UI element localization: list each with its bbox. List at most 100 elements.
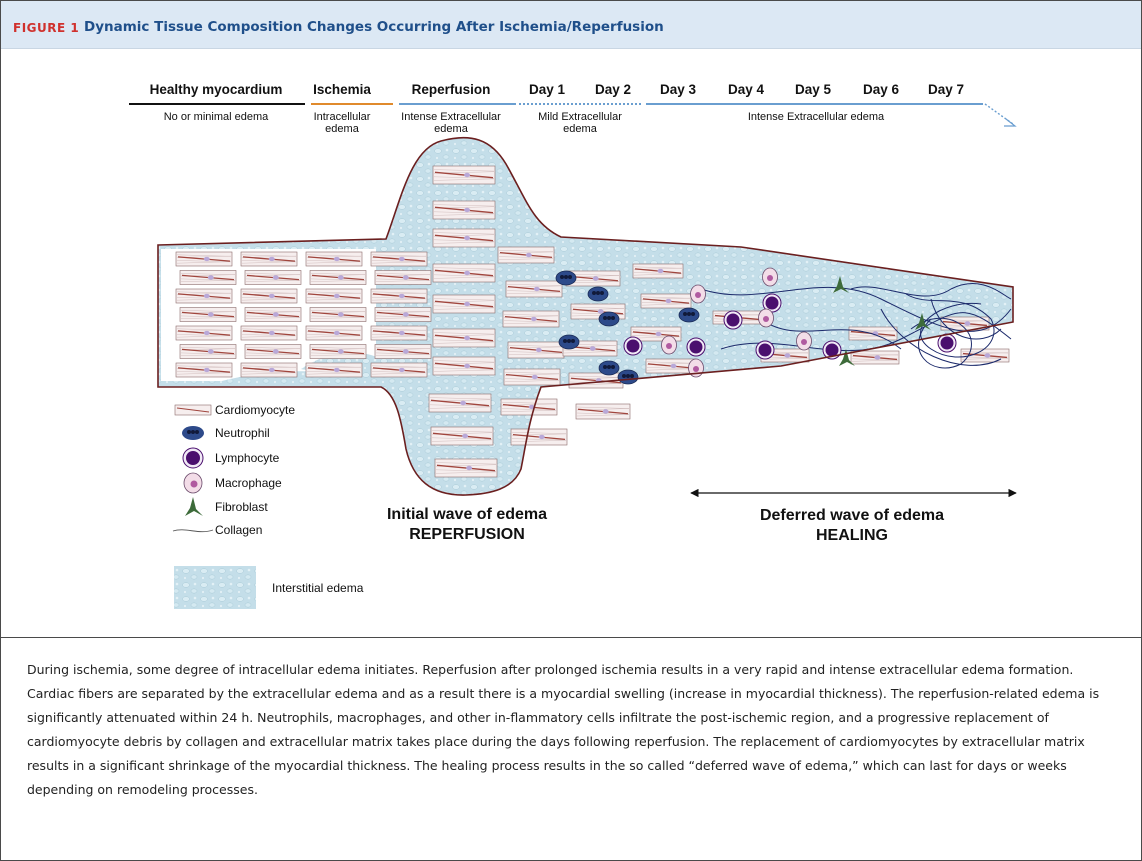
neutrophil <box>558 334 580 350</box>
macrophage <box>796 331 812 351</box>
cardiomyocyte <box>850 350 900 365</box>
cardiomyocyte <box>370 288 428 304</box>
timeline-label-7: Day 4 <box>728 82 765 97</box>
collagen-fiber <box>930 298 1002 340</box>
cardiomyocyte <box>432 328 496 348</box>
cardiomyocyte <box>374 307 432 322</box>
cardiomyocyte <box>500 398 558 416</box>
figure-caption: During ischemia, some degree of intracel… <box>27 662 1100 797</box>
cardiomyocyte <box>309 344 367 359</box>
lymphocyte <box>822 340 842 360</box>
cardiomyocyte <box>305 288 363 304</box>
cardiomyocyte <box>175 325 233 341</box>
legend-label-macrophage: Macrophage <box>215 476 282 490</box>
collagen-fiber <box>850 283 1012 300</box>
cardiomyocyte <box>240 288 298 304</box>
cardiomyocyte <box>430 426 494 446</box>
lymphocyte <box>623 336 643 356</box>
neutrophil <box>598 360 620 376</box>
neutrophil <box>587 286 609 302</box>
legend: CardiomyocyteNeutrophilLymphocyteMacroph… <box>172 403 364 609</box>
cardiomyocyte <box>432 200 496 220</box>
timeline-label-6: Day 3 <box>660 82 697 97</box>
deferred-wave-subtitle: HEALING <box>816 527 888 544</box>
timeline: Healthy myocardium Ischemia Reperfusion Day… <box>129 82 1017 135</box>
lymphocyte <box>937 333 957 353</box>
fibroblast <box>915 313 931 330</box>
cardiomyocyte <box>305 362 363 378</box>
cardiomyocyte <box>432 356 496 376</box>
timeline-label-3: Reperfusion <box>412 82 491 97</box>
legend-macrophage-icon <box>183 472 203 494</box>
tissue-section <box>157 136 1014 496</box>
fibroblast <box>839 349 855 366</box>
cardiomyocyte <box>575 403 631 420</box>
cardiomyocyte <box>374 270 432 285</box>
timeline-desc-5-1: Intense Extracellular edema <box>748 111 885 123</box>
cardiomyocyte <box>309 307 367 322</box>
cardiomyocyte <box>432 165 496 185</box>
lymphocyte <box>686 337 706 357</box>
cardiomyocyte <box>244 270 302 285</box>
initial-wave-subtitle: REPERFUSION <box>409 526 525 543</box>
legend-cardiomyocyte-icon <box>174 404 212 416</box>
cardiomyocyte <box>370 251 428 267</box>
timeline-desc-1-2: edema <box>325 123 360 135</box>
legend-neutrophil-icon <box>182 426 204 440</box>
legend-fibroblast-icon <box>185 497 203 516</box>
figure-illustration: Healthy myocardium Ischemia Reperfusion Day… <box>1 49 1141 637</box>
legend-label-collagen: Collagen <box>215 523 262 537</box>
figure-label: FIGURE 1 <box>13 21 80 35</box>
diagram-canvas: Healthy myocardium Ischemia Reperfusion Day… <box>129 82 1017 609</box>
collagen-fiber <box>760 318 902 350</box>
cardiomyocyte <box>432 294 496 314</box>
timeline-desc-2-2: edema <box>434 123 469 135</box>
cardiomyocyte <box>510 428 568 446</box>
cardiomyocyte <box>305 251 363 267</box>
legend-collagen-icon <box>172 529 214 533</box>
deferred-wave-title: Deferred wave of edema <box>760 507 944 524</box>
figure-header: FIGURE 1 Dynamic Tissue Composition Chan… <box>1 1 1141 49</box>
timeline-label-2: Ischemia <box>313 82 371 97</box>
cardiomyocyte <box>305 325 363 341</box>
timeline-label-8: Day 5 <box>795 82 832 97</box>
neutrophil <box>678 307 700 323</box>
cardiomyocyte <box>240 362 298 378</box>
timeline-desc-0-1: No or minimal edema <box>164 111 269 123</box>
cardiomyocyte <box>179 270 237 285</box>
cardiomyocyte <box>240 325 298 341</box>
timeline-desc-1-1: Intracellular <box>314 111 371 123</box>
cardiomyocyte <box>240 251 298 267</box>
initial-wave-title: Initial wave of edema <box>387 506 547 523</box>
legend-label-interstitial-edema: Interstitial edema <box>272 581 364 595</box>
legend-interstitial-edema-icon <box>174 566 256 609</box>
legend-label-cardiomyocyte: Cardiomyocyte <box>215 403 295 417</box>
cardiomyocyte <box>370 325 428 341</box>
cardiomyocyte <box>632 263 684 279</box>
cardiomyocyte <box>645 358 697 374</box>
legend-label-lymphocyte: Lymphocyte <box>215 451 280 465</box>
cardiomyocyte <box>179 307 237 322</box>
cardiomyocyte <box>374 344 432 359</box>
cardiomyocyte <box>497 246 555 264</box>
figure-title: Dynamic Tissue Composition Changes Occur… <box>84 19 664 35</box>
cardiomyocyte <box>640 293 692 309</box>
cardiomyocyte <box>507 341 565 359</box>
tissue-outline <box>157 136 1014 496</box>
legend-lymphocyte-icon <box>182 447 204 469</box>
cardiomyocyte <box>370 362 428 378</box>
cardiomyocyte <box>244 344 302 359</box>
legend-label-fibroblast: Fibroblast <box>215 500 268 514</box>
timeline-arrowhead <box>1004 118 1017 127</box>
timeline-desc-2-1: Intense Extracellular <box>401 111 501 123</box>
macrophage <box>661 335 677 355</box>
timeline-label-1: Healthy myocardium <box>150 82 283 97</box>
macrophage <box>758 308 774 328</box>
timeline-label-5: Day 2 <box>595 82 631 97</box>
neutrophil <box>617 369 639 385</box>
timeline-label-10: Day 7 <box>928 82 964 97</box>
cardiomyocyte <box>505 280 563 298</box>
macrophage <box>690 284 706 304</box>
